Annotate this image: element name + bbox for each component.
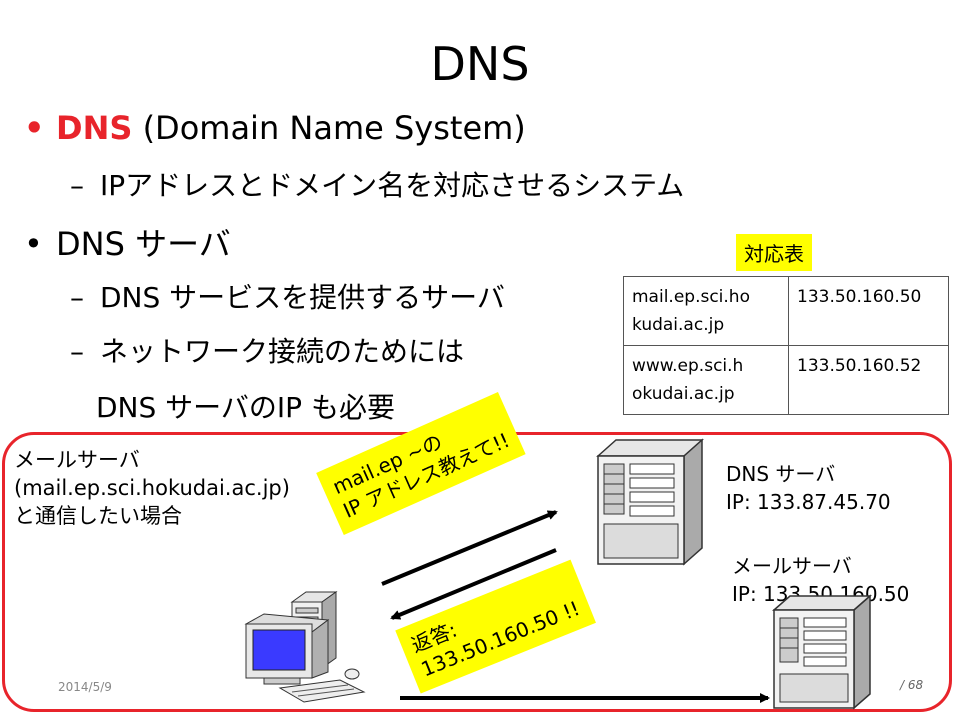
dns-server-icon xyxy=(596,438,704,566)
sub-bullet-text: ネットワーク接続のためには xyxy=(100,335,465,368)
bullet-dns-server: • DNS サーバ xyxy=(24,222,231,266)
client-computer-icon xyxy=(244,591,366,703)
dns-server-name: DNS サーバ xyxy=(726,462,836,486)
mail-server-name: メールサーバ xyxy=(732,554,852,578)
bullet-text: DNS サーバ xyxy=(56,225,231,263)
sub-bullet-network-cont: DNS サーバのIP も必要 xyxy=(96,391,395,424)
dns-server-ip: IP: 133.87.45.70 xyxy=(726,490,891,514)
bullet-dns-rest: (Domain Name System) xyxy=(132,109,526,147)
case-description: メールサーバ (mail.ep.sci.hokudai.ac.jp) と通信した… xyxy=(14,446,290,530)
mapping-label: 対応表 xyxy=(736,234,812,271)
sub-bullet-ip-domain: –IPアドレスとドメイン名を対応させるシステム xyxy=(70,166,684,206)
request-arrow xyxy=(381,510,558,586)
footer-date: 2014/5/9 xyxy=(58,680,112,694)
dash-marker: – xyxy=(70,335,84,368)
bullet-marker: • xyxy=(24,225,43,263)
bullet-marker: • xyxy=(24,109,45,147)
dash-marker: – xyxy=(70,281,84,314)
bullet-dns: • DNS (Domain Name System) xyxy=(24,106,526,150)
sub-bullet-service: –DNS サービスを提供するサーバ xyxy=(70,278,505,318)
page-number: / 68 xyxy=(900,678,924,692)
dash-marker: – xyxy=(70,169,84,202)
case-line: と通信したい場合 xyxy=(14,504,182,528)
sub-bullet-network: –ネットワーク接続のためには xyxy=(70,332,464,372)
slide-title: DNS xyxy=(430,37,530,91)
case-line: メールサーバ xyxy=(14,448,140,472)
bullet-keyword-dns: DNS xyxy=(56,109,133,147)
reply-arrow xyxy=(390,548,557,620)
sub-bullet-text: DNS サービスを提供するサーバ xyxy=(100,281,505,314)
dns-server-label: DNS サーバ IP: 133.87.45.70 xyxy=(726,460,891,516)
mail-server-icon xyxy=(772,594,872,710)
sub-bullet-text: IPアドレスとドメイン名を対応させるシステム xyxy=(100,169,685,202)
table-cell-ip: 133.50.160.52 xyxy=(788,345,949,415)
case-line: (mail.ep.sci.hokudai.ac.jp) xyxy=(14,476,290,500)
